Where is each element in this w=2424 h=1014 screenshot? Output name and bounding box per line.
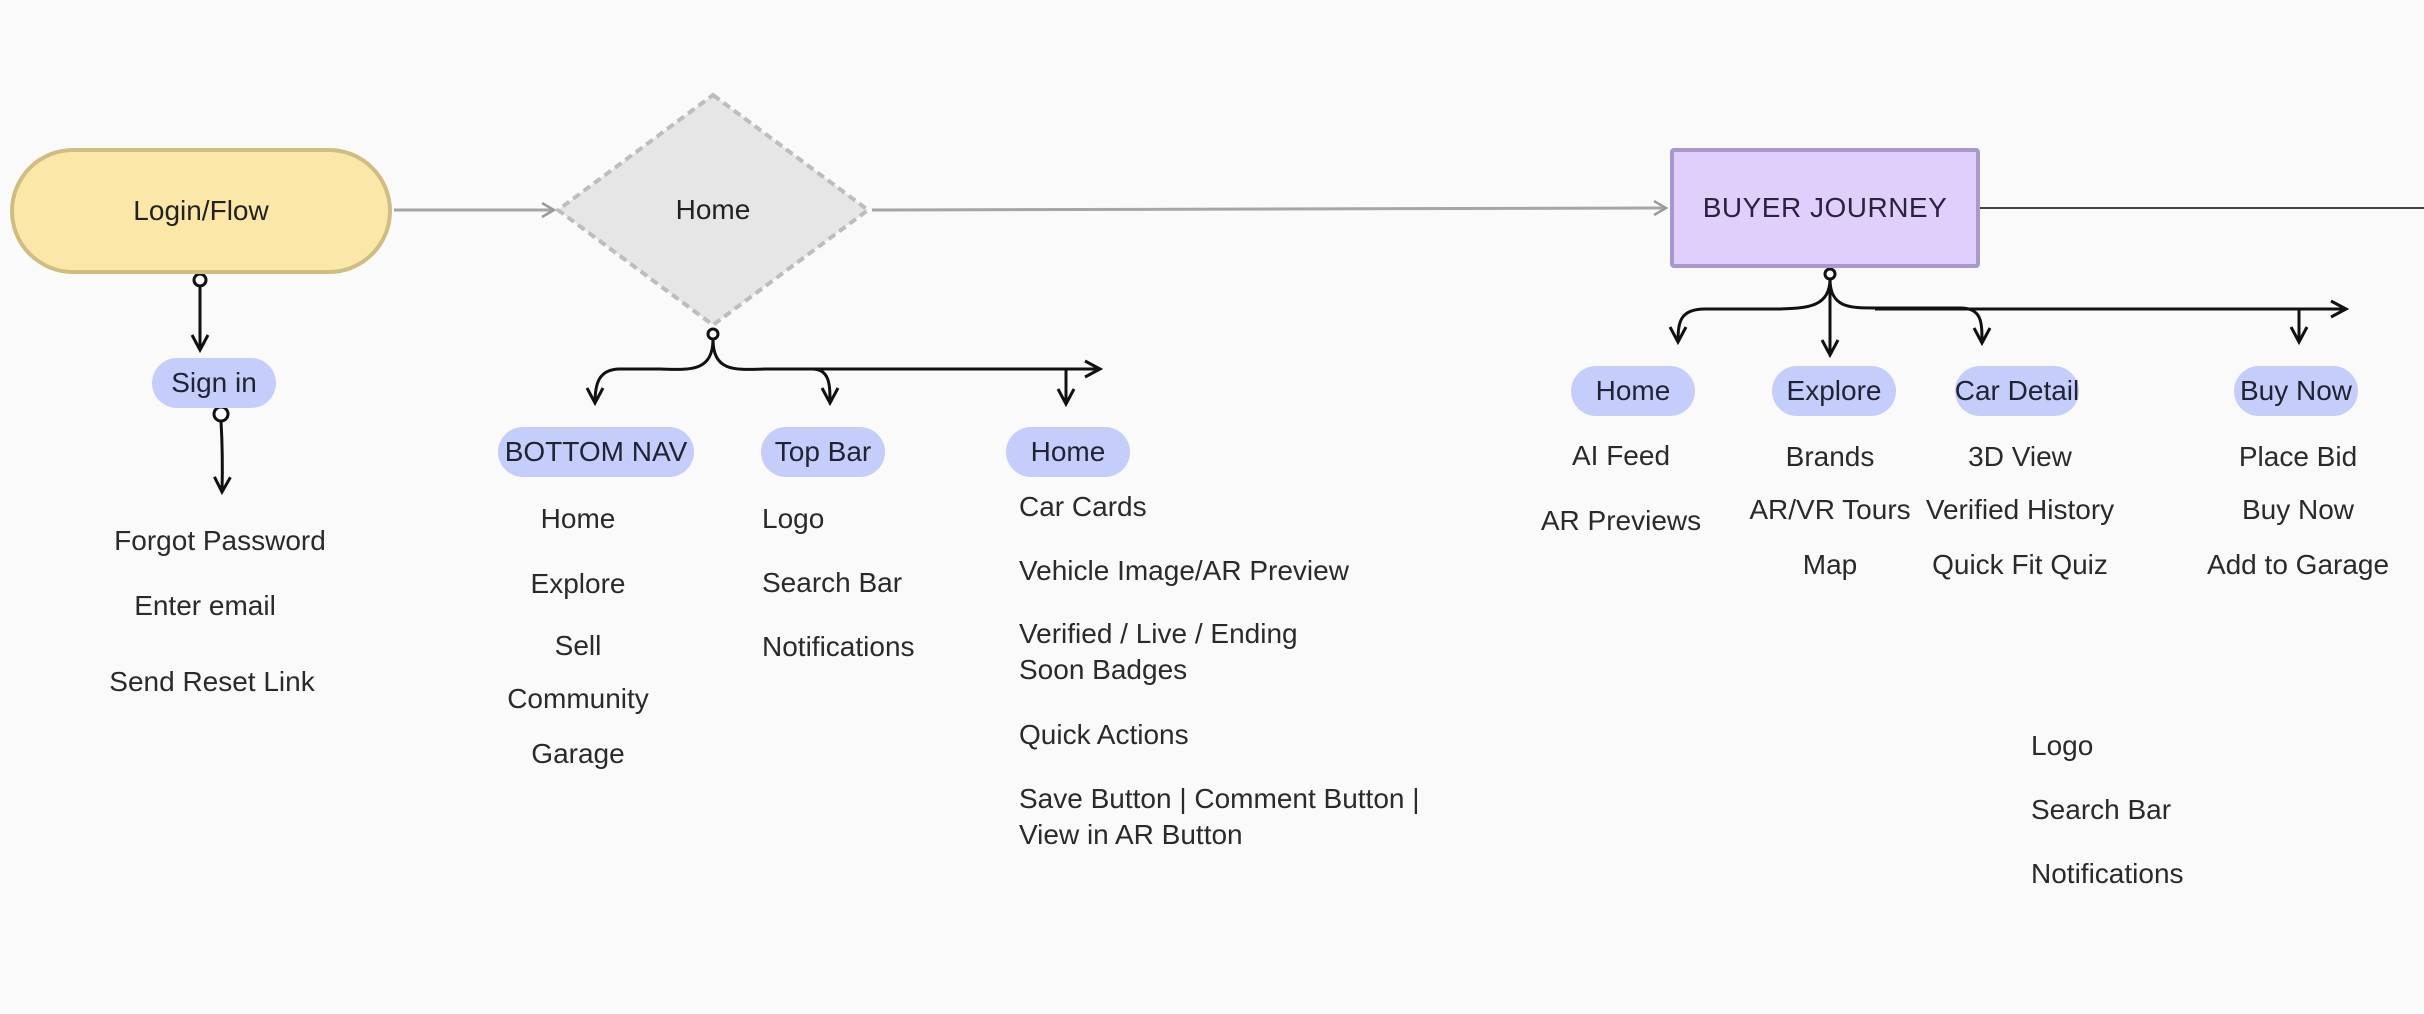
sign-in-pill[interactable]: Sign in bbox=[152, 358, 276, 408]
login-item-enter-email: Enter email bbox=[134, 590, 276, 621]
extra-item-notifications: Notifications bbox=[2031, 858, 2184, 889]
bottom-nav-item-sell: Sell bbox=[554, 630, 602, 661]
buyer-car-detail-item-quick-fit-quiz: Quick Fit Quiz bbox=[1932, 549, 2108, 580]
buyer-explore-pill[interactable]: Explore bbox=[1772, 366, 1896, 416]
top-bar-item-search-bar: Search Bar bbox=[762, 567, 903, 598]
extra-item-search-bar: Search Bar bbox=[2031, 794, 2172, 825]
buyer-explore-item-map: Map bbox=[1802, 549, 1858, 580]
buyer-car-detail-item-verified-history: Verified History bbox=[1925, 494, 2115, 525]
buyer-journey-node[interactable]: BUYER JOURNEY bbox=[1670, 148, 1980, 268]
bottom-nav-item-home: Home bbox=[540, 503, 616, 534]
login-flow-node[interactable]: Login/Flow bbox=[10, 148, 392, 274]
bottom-nav-item-explore: Explore bbox=[530, 568, 626, 599]
home-item-vehicle-image: Vehicle Image/AR Preview bbox=[1019, 555, 1349, 586]
buyer-home-item-ar-previews: AR Previews bbox=[1540, 505, 1702, 536]
top-bar-pill[interactable]: Top Bar bbox=[761, 427, 885, 477]
arrow-buyer-to-car-detail bbox=[1828, 278, 1982, 343]
home-item-quick-actions: Quick Actions bbox=[1019, 719, 1189, 750]
login-item-send-reset-link: Send Reset Link bbox=[109, 666, 315, 697]
buyer-connector-dot bbox=[1823, 267, 1837, 281]
buyer-buy-now-pill[interactable]: Buy Now bbox=[2234, 366, 2358, 416]
extra-item-logo: Logo bbox=[2031, 730, 2094, 761]
buyer-buy-now-item-add-to-garage: Add to Garage bbox=[2206, 549, 2390, 580]
signin-connector-dot bbox=[212, 405, 230, 423]
buyer-buy-now-item-place-bid: Place Bid bbox=[2238, 441, 2358, 472]
home-decision-shape bbox=[554, 92, 872, 328]
login-item-forgot-password: Forgot Password bbox=[114, 525, 326, 556]
arrow-buyer-to-home bbox=[1678, 278, 1832, 342]
home-connector-dot bbox=[706, 327, 720, 341]
top-bar-item-notifications: Notifications bbox=[762, 631, 915, 662]
buyer-explore-item-ar-vr-tours: AR/VR Tours bbox=[1749, 494, 1911, 525]
arrow-signin-to-forgot bbox=[221, 420, 222, 492]
home-screen-pill[interactable]: Home bbox=[1006, 427, 1130, 477]
buyer-explore-item-brands: Brands bbox=[1785, 441, 1875, 472]
home-item-badges: Verified / Live / Ending Soon Badges bbox=[1019, 618, 1298, 685]
home-decision-label[interactable]: Home bbox=[675, 194, 751, 225]
buyer-buy-now-item-buy-now: Buy Now bbox=[2241, 494, 2355, 525]
top-bar-item-logo: Logo bbox=[762, 503, 825, 534]
buyer-car-detail-pill[interactable]: Car Detail bbox=[1955, 366, 2079, 416]
home-item-action-buttons: Save Button | Comment Button | View in A… bbox=[1019, 783, 1420, 850]
arrow-home-to-buyer bbox=[871, 208, 1666, 210]
buyer-home-pill[interactable]: Home bbox=[1571, 366, 1695, 416]
bottom-nav-pill[interactable]: BOTTOM NAV bbox=[498, 427, 694, 477]
login-connector-dot bbox=[192, 272, 208, 288]
arrow-home-to-top-bar bbox=[711, 338, 830, 403]
buyer-home-item-ai-feed: AI Feed bbox=[1571, 440, 1671, 471]
buyer-car-detail-item-3d-view: 3D View bbox=[1968, 441, 2072, 472]
home-item-car-cards: Car Cards bbox=[1019, 491, 1147, 522]
bottom-nav-item-garage: Garage bbox=[531, 738, 625, 769]
bottom-nav-item-community: Community bbox=[507, 683, 649, 714]
arrow-home-to-bottom-nav bbox=[595, 338, 715, 403]
